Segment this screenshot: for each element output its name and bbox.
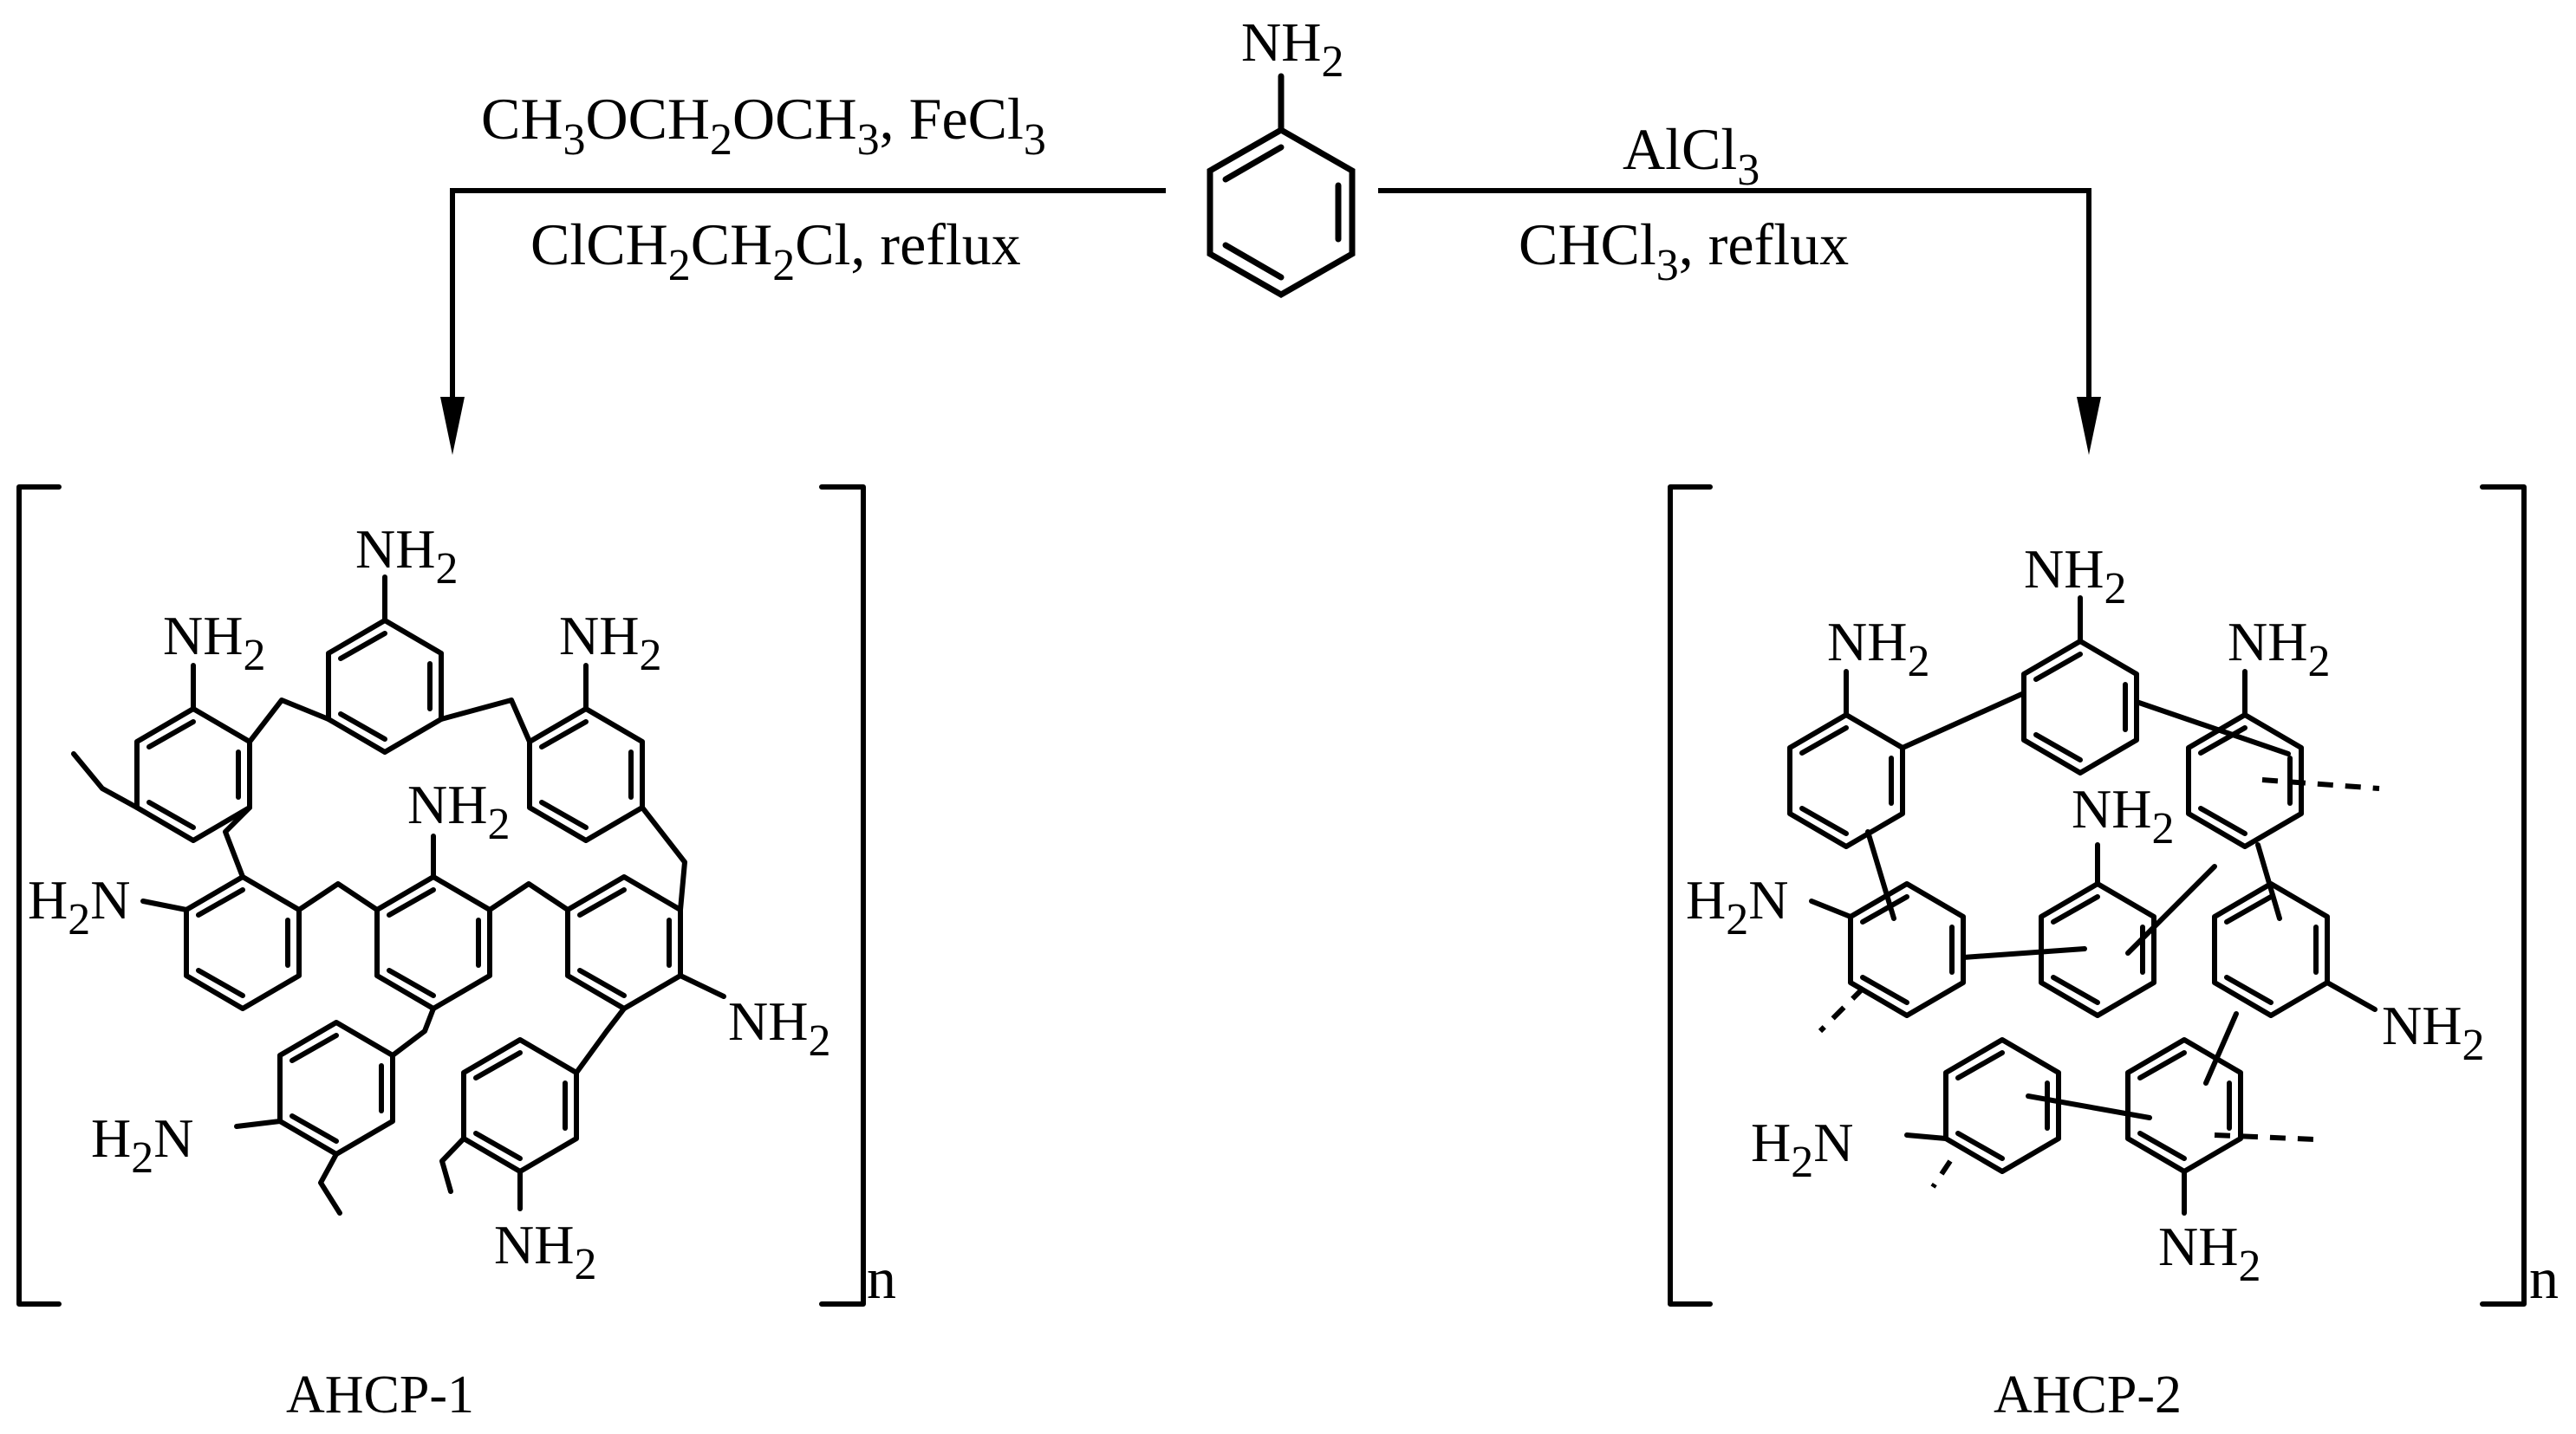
- left-conditions-segment: 3: [857, 115, 880, 165]
- left-conditions-segment: Cl, reflux: [795, 211, 1021, 277]
- right-bracket: [2480, 484, 2527, 1307]
- left-conditions-line2: ClCH2CH2Cl, reflux: [530, 211, 1021, 290]
- right-conditions-segment: 3: [1737, 146, 1760, 195]
- ahcp-2-structure: NH2 NH2 NH2 NH2 NH2 NH2 H2N H2N n AHCP-2: [1668, 484, 2559, 1424]
- left-conditions-segment: 2: [668, 241, 691, 290]
- ahcp1-nh2-label: NH2: [559, 605, 661, 680]
- left-conditions-segment: CH: [691, 211, 772, 277]
- left-conditions-segment: OCH: [732, 86, 857, 152]
- ahcp2-nh2-label: NH2: [1827, 611, 1929, 686]
- ahcp1-nh2-label: NH2: [163, 605, 265, 680]
- aniline-reactant: NH2: [1207, 11, 1356, 299]
- ahcp1-h2n-label: H2N: [91, 1107, 193, 1183]
- right-bracket: [819, 484, 866, 1307]
- ahcp-1-structure: NH2 NH2 NH2 NH2 NH2 NH2 H2N H2N n AHCP-1: [16, 484, 896, 1424]
- left-conditions-segment: 2: [772, 241, 795, 290]
- right-conditions-segment: , reflux: [1679, 211, 1849, 277]
- right-conditions-segment: CHCl: [1519, 211, 1656, 277]
- right-conditions-segment: 3: [1656, 241, 1679, 290]
- left-conditions-segment: ClCH: [530, 211, 668, 277]
- ahcp2-nh2-label: NH2: [2382, 995, 2484, 1070]
- left-reaction-arrow: [450, 188, 1166, 407]
- ahcp2-name-label: AHCP-2: [1994, 1366, 2182, 1424]
- ahcp2-h2n-label: H2N: [1686, 869, 1788, 944]
- left-conditions-line1: CH3OCH2OCH3, FeCl3: [481, 86, 1046, 165]
- right-conditions-segment: AlCl: [1623, 116, 1737, 182]
- ahcp1-h2n-label: H2N: [28, 869, 130, 944]
- left-conditions-segment: , FeCl: [880, 86, 1024, 152]
- ahcp2-nh2-label: NH2: [2228, 611, 2330, 686]
- left-conditions-segment: OCH: [585, 86, 710, 152]
- ahcp1-nh2-label: NH2: [728, 990, 830, 1066]
- left-bracket: [1668, 484, 1713, 1307]
- ahcp2-h2n-label: H2N: [1751, 1112, 1853, 1187]
- left-conditions-segment: 3: [1024, 115, 1046, 165]
- ahcp1-name-label: AHCP-1: [286, 1366, 474, 1424]
- ahcp1-nh2-label: NH2: [494, 1214, 596, 1289]
- right-conditions-line2: CHCl3, reflux: [1519, 211, 1849, 290]
- right-reaction-arrow: [1378, 188, 2091, 407]
- ahcp2-nh2-label: NH2: [2024, 538, 2126, 613]
- ahcp1-repeat-n: n: [867, 1245, 896, 1311]
- ahcp1-nh2-label: NH2: [407, 774, 510, 849]
- ahcp2-nh2-label: NH2: [2072, 778, 2174, 853]
- ahcp2-nh2-label: NH2: [2158, 1216, 2261, 1291]
- left-arrowhead: [440, 397, 465, 455]
- reactant-amine-label: NH2: [1241, 11, 1343, 87]
- ahcp2-repeat-n: n: [2529, 1245, 2559, 1311]
- right-conditions-line1: AlCl3: [1623, 116, 1760, 195]
- left-conditions-segment: 2: [710, 115, 732, 165]
- left-conditions-segment: CH: [481, 86, 563, 152]
- left-bracket: [16, 484, 62, 1307]
- left-conditions-segment: 3: [563, 115, 585, 165]
- right-arrowhead: [2077, 397, 2101, 455]
- benzene-ring: [1207, 126, 1356, 299]
- ahcp1-nh2-label: NH2: [355, 518, 458, 594]
